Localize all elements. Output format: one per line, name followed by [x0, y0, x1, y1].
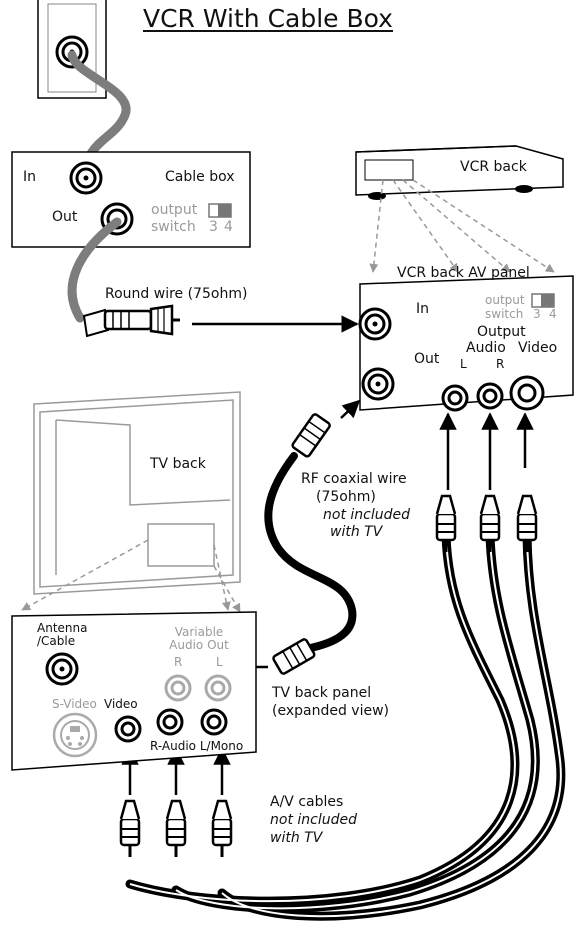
rf-wire-line4: with TV: [330, 524, 383, 540]
vcr-in-label: In: [416, 301, 430, 317]
rf-wire-top-plug: [291, 413, 331, 458]
tv-svideo-label: S-Video: [52, 697, 97, 711]
vcr-switch-line1: output: [485, 293, 525, 307]
vcr-unit: [355, 145, 564, 200]
rf-wire-bottom-plug: [272, 638, 316, 675]
vcr-r-label: R: [496, 357, 505, 371]
rf-coaxial-wire: [264, 452, 357, 654]
av-cables-line2: not included: [270, 812, 357, 828]
vcr-video-label: Video: [518, 340, 558, 356]
arrow-to-vcr-out: [340, 399, 361, 419]
cable-box-out-cable: [67, 217, 122, 323]
tv-set: [33, 391, 241, 595]
vcr-av-arrows: [439, 412, 534, 490]
rf-wire-line3: not included: [323, 507, 410, 523]
tv-antenna-line1: Antenna: [37, 621, 88, 635]
av-cables-line3: with TV: [270, 830, 323, 846]
av-cables-line1: A/V cables: [270, 794, 344, 810]
tv-projection-lines: [21, 539, 241, 613]
tv-back-panel: [11, 611, 257, 771]
round-wire-plug: [82, 304, 180, 338]
cable-box-switch-4: 4: [224, 219, 233, 235]
vcr-output-label: Output: [477, 324, 526, 340]
rf-wire-line2: (75ohm): [316, 489, 376, 505]
cable-box-switch-line2: switch: [151, 219, 196, 235]
tv-var-r: R: [174, 655, 183, 669]
av-cable-highlight: [129, 534, 562, 918]
vcr-projection-lines: [369, 179, 555, 273]
cable-box-switch-3: 3: [209, 219, 218, 235]
tv-video-label: Video: [104, 697, 138, 711]
tv-variable-line1: Variable: [174, 625, 224, 639]
vcr-audio-label: Audio: [466, 340, 506, 356]
tv-var-l: L: [216, 655, 223, 669]
tv-back-panel-line1: TV back panel: [272, 685, 372, 701]
cable-box-in-label: In: [23, 169, 37, 185]
vcr-av-panel: [358, 275, 574, 412]
vcr-switch-3: 3: [533, 307, 541, 321]
vcr-l-label: L: [460, 357, 467, 371]
av-bottom-plugs: [119, 799, 233, 859]
tv-raudio-label: R-Audio L/Mono: [150, 739, 244, 753]
vcr-back-label: VCR back: [460, 159, 527, 175]
cable-box-out-label: Out: [52, 209, 78, 225]
vcr-av-panel-label: VCR back AV panel: [397, 265, 530, 281]
tv-back-label: TV back: [150, 456, 206, 472]
tv-variable-line2: Audio Out: [169, 638, 229, 652]
vcr-switch-line2: switch: [485, 307, 524, 321]
wall-plate: [37, 0, 107, 99]
vcr-switch-4: 4: [549, 307, 557, 321]
round-wire-label: Round wire (75ohm): [105, 286, 248, 302]
cable-box-label: Cable box: [165, 169, 235, 185]
page-title: VCR With Cable Box: [143, 4, 393, 33]
vcr-out-label: Out: [414, 351, 440, 367]
rf-wire-line1: RF coaxial wire: [301, 471, 407, 487]
tv-antenna-line2: /Cable: [37, 634, 76, 648]
tv-back-panel-line2: (expanded view): [272, 703, 389, 719]
cable-box-switch-line1: output: [151, 202, 198, 218]
